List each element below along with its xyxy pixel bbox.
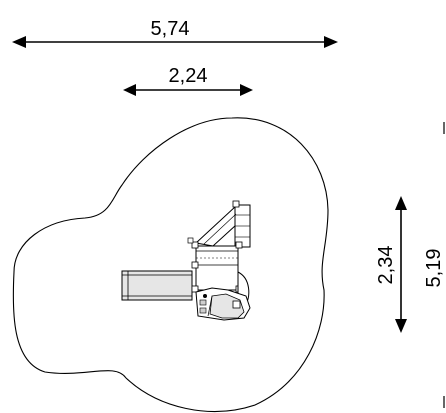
overall-width-arrow-left [12, 36, 26, 48]
overall-depth-label: 5,19 [423, 249, 445, 288]
panel-detail-1 [199, 299, 207, 306]
panel-divider [207, 295, 213, 317]
post-bottom-left [191, 285, 199, 293]
panel-knob [203, 294, 207, 298]
structure-depth-dimension: 2,34 [375, 196, 407, 333]
front-panel-shade [209, 293, 245, 319]
safety-zone-outline [12, 117, 329, 412]
upper-ramp-inner [203, 213, 237, 245]
structure-width-label: 2,24 [169, 65, 208, 87]
overall-width-label: 5,74 [151, 18, 190, 40]
overall-width-dimension: 5,74 [12, 18, 338, 48]
structure-depth-label: 2,34 [375, 246, 397, 285]
upper-ramp-post-top [232, 200, 240, 208]
post-top-left [191, 241, 199, 249]
upper-ramp [194, 200, 251, 248]
structure-depth-arrow-top [395, 196, 407, 210]
slide [121, 270, 193, 301]
structure-width-arrow-right [240, 84, 253, 96]
structure-depth-arrow-bottom [395, 319, 407, 333]
panel-window [232, 300, 241, 309]
post-top-right [235, 241, 243, 249]
overall-depth-dimension: 5,19 [423, 122, 445, 408]
play-structure [121, 200, 251, 321]
structure-width-arrow-left [123, 84, 136, 96]
platform-deck [195, 245, 239, 291]
panel-detail-2 [199, 307, 207, 314]
overall-width-arrow-right [324, 36, 338, 48]
upper-ramp-diagonal [194, 204, 237, 247]
tower-platform [187, 237, 243, 293]
small-marker [187, 237, 194, 244]
post-mid-left [191, 261, 199, 269]
structure-width-dimension: 2,24 [123, 65, 253, 96]
front-play-panel [195, 271, 251, 321]
slide-body [121, 270, 193, 301]
